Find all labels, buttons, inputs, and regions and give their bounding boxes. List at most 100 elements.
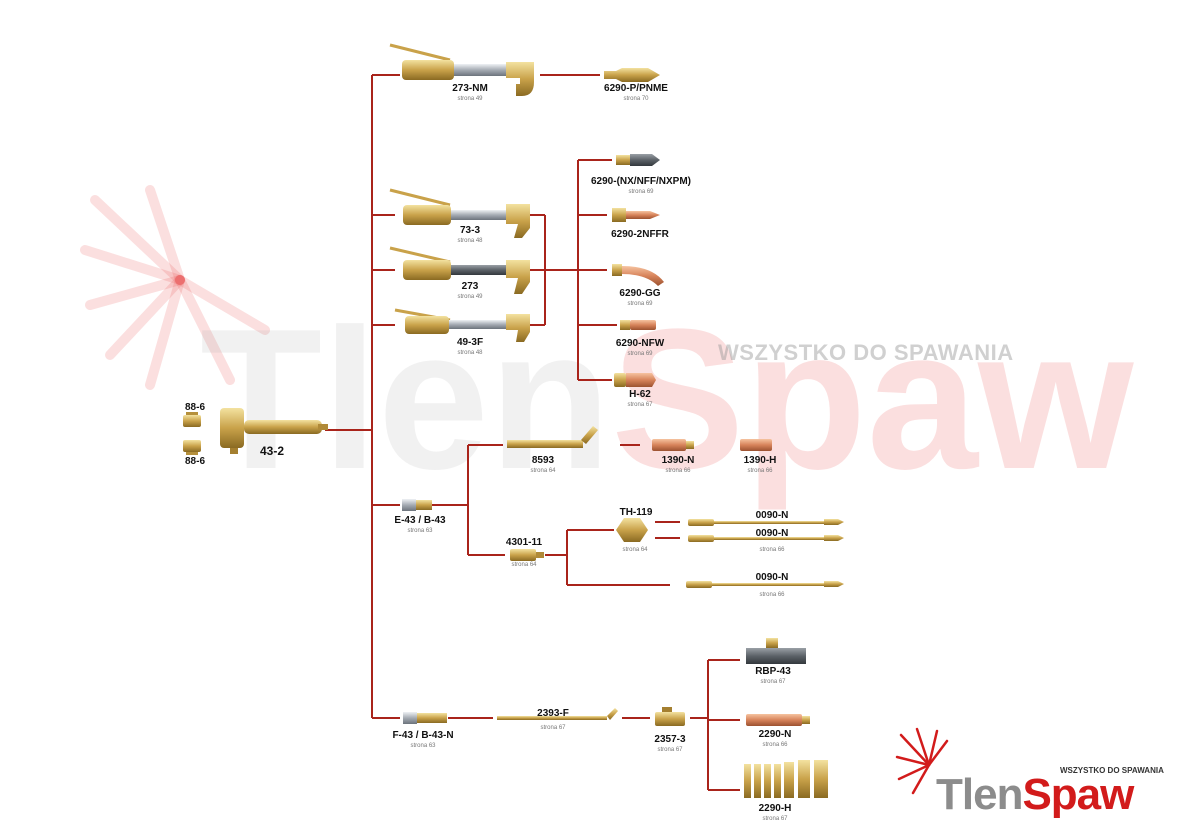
part-code: 273 [461,281,479,292]
label-88-6-bottom: 88-6 [185,456,205,468]
tube-8593-image [507,426,598,448]
part-code: 6290-NFW [615,338,665,349]
label-th-119-page: strona 64 [622,546,647,554]
page-ref: strona 70 [623,96,649,102]
label-0090-n-3-page: strona 66 [759,591,784,599]
part-code: 6290-(NX/NFF/NXPM) [590,176,692,187]
tip-2290-n-image [746,714,810,726]
part-code: 273-NM [452,83,488,94]
tip-set-2290-h-image [744,760,828,798]
rod-0090-n-3-image [686,581,844,588]
watermark-brand: TlenSpaw [200,288,1134,511]
part-code: 0090-N [755,528,789,539]
label-rbp-43: RBP-43 strona 67 [755,666,791,686]
body-f-43-b-43-n-image [403,712,447,724]
page-ref: strona 69 [628,189,654,195]
part-code: E-43 / B-43 [394,515,446,526]
part-code: F-43 / B-43-N [392,730,454,741]
page-ref: strona 63 [407,528,433,534]
tip-1390-n-image [652,439,694,451]
label-73-3: 73-3 strona 48 [457,225,482,245]
page-ref: strona 66 [759,547,785,553]
watermark-tagline: WSZYSTKO DO SPAWANIA [718,340,1014,365]
torch-73-3-image [389,188,530,238]
part-code: 2290-H [758,803,792,814]
label-2290-h: 2290-H strona 67 [759,803,792,823]
rod-0090-n-2-image [688,535,844,542]
part-code: 88-6 [184,402,206,413]
label-6290-2nffr: 6290-2NFFR [611,229,669,241]
label-49-3f: 49-3F strona 48 [457,337,483,357]
part-code: 1390-H [743,455,777,466]
page-ref: strona 48 [457,350,483,356]
page-ref: strona 49 [457,294,483,300]
label-0090-n-1: 0090-N [756,510,789,522]
logo-spark-icon [895,727,949,795]
logo-tagline: WSZYSTKO DO SPAWANIA [1060,766,1164,775]
label-6290-nfw: 6290-NFW strona 69 [616,338,664,358]
label-2393-f-page: strona 67 [540,724,565,732]
label-1390-h: 1390-H strona 66 [744,455,777,475]
label-f-43-b-43-n: F-43 / B-43-N strona 63 [392,730,453,750]
part-code: TH-119 [619,507,653,518]
page-ref: strona 69 [627,351,653,357]
page-ref: strona 66 [759,592,785,598]
part-code: 2290-N [758,729,792,740]
page-ref: strona 66 [762,742,788,748]
page-ref: strona 49 [457,96,483,102]
part-code: 2393-F [537,708,569,719]
head-th-119-image [616,518,648,542]
tip-6290-p-pnme-image [604,68,660,82]
label-4301-11-page: strona 64 [511,561,536,569]
tip-h-62-image [614,373,656,387]
label-0090-n-2: 0090-N [756,528,789,540]
label-8593: 8593 strona 64 [530,455,555,475]
label-h-62: H-62 strona 67 [627,389,652,409]
torch-273-nm-image [389,43,534,96]
part-code: 43-2 [259,444,285,458]
part-code: 0090-N [755,510,789,521]
label-6290-nx: 6290-(NX/NFF/NXPM) strona 69 [591,176,691,196]
body-e-43-b-43-image [402,499,432,511]
part-code: H-62 [629,389,651,400]
handle-43-2-image [220,408,328,454]
page-ref: strona 66 [747,468,773,474]
label-273: 273 strona 49 [457,281,482,301]
part-code: 0090-N [755,572,789,583]
part-code: 6290-GG [619,288,661,299]
label-4301-11: 4301-11 [506,537,542,549]
torch-49-3f-image [394,308,530,342]
page-ref: strona 48 [457,238,483,244]
burner-rbp-43-image [746,638,806,664]
fitting-88-6-top-image [183,412,201,427]
part-code: 8593 [531,455,555,466]
page-ref: strona 64 [530,468,556,474]
label-0090-n-3: 0090-N [756,572,789,584]
tip-6290-gg-image [612,264,664,286]
tip-6290-2nffr-image [612,208,660,222]
page-ref: strona 67 [657,747,683,753]
page-ref: strona 67 [627,402,653,408]
nozzle-4301-11-image [510,549,544,561]
logo-brand: TlenSpaw [936,770,1134,819]
rod-0090-n-1-image [688,519,844,526]
tip-6290-nfw-image [620,320,656,330]
mixer-2357-3-image [655,707,685,726]
page-ref: strona 67 [760,679,786,685]
label-43-2: 43-2 [260,445,284,457]
part-code: 1390-N [661,455,695,466]
page-ref: strona 69 [627,301,653,307]
part-code: 6290-P/PNME [604,83,668,94]
page-ref: strona 66 [665,468,691,474]
label-0090-n-2-page: strona 66 [759,546,784,554]
label-273-nm: 273-NM strona 49 [452,83,488,103]
label-6290-gg: 6290-GG strona 69 [619,288,660,308]
label-2393-f: 2393-F [537,708,569,720]
tip-6290-nx-image [616,154,660,166]
label-6290-p-pnme: 6290-P/PNME strona 70 [604,83,668,103]
fitting-88-6-bottom-image [183,440,201,455]
